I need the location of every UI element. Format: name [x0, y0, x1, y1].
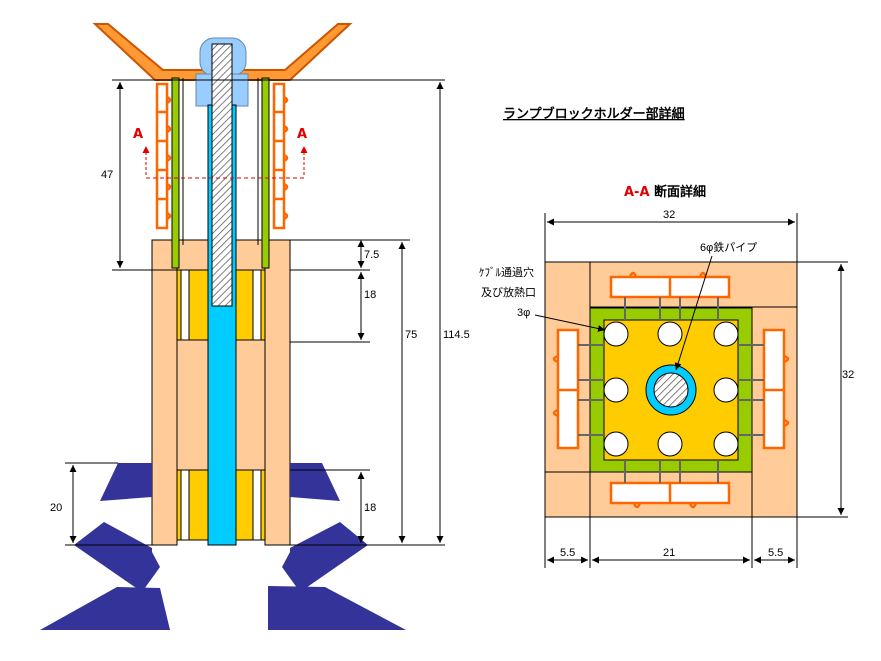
- dim-20: 20: [50, 502, 62, 514]
- green-post-left: [171, 77, 180, 269]
- sockets-top: [609, 271, 731, 299]
- svg-text:A: A: [133, 127, 143, 142]
- svg-text:A: A: [297, 127, 307, 142]
- dim-47: 47: [101, 169, 113, 181]
- section-title: A-A 断面詳細: [624, 184, 706, 200]
- dim-75: 75: [405, 329, 417, 341]
- section-marker-right: A: [297, 127, 308, 175]
- dim-18-upper: 18: [364, 289, 376, 301]
- section-bolt: [653, 372, 689, 408]
- dim-bottom-21: 21: [663, 547, 675, 559]
- lamp-socket-column-right: [272, 82, 289, 230]
- svg-text:A-A: A-A: [624, 185, 650, 200]
- elevation-view: A A 47 7.5 18: [40, 23, 470, 630]
- sockets-left: [552, 328, 580, 450]
- section-view: 6φ鉄パイプ ｹﾌﾞﾙ通過穴 及び放熱口 3φ 32 32 5.5 21 5.5: [479, 209, 854, 568]
- dim-top-32: 32: [663, 209, 675, 221]
- green-post-right: [261, 77, 270, 269]
- label-hole: 3φ: [517, 307, 530, 319]
- dim-bottom-5-5-left: 5.5: [560, 547, 575, 559]
- dim-7-5: 7.5: [364, 249, 379, 261]
- cable-holes: [603, 321, 739, 457]
- lamp-socket-column-left: [155, 82, 172, 230]
- dim-114-5: 114.5: [443, 329, 470, 341]
- base-block-left: [151, 239, 178, 546]
- svg-text:断面詳細: 断面詳細: [654, 184, 706, 200]
- stand: [40, 463, 406, 630]
- label-cable-line2: 及び放熱口: [481, 285, 536, 299]
- base-block-right: [264, 239, 291, 546]
- section-marker-left: A: [133, 127, 150, 175]
- sockets-bottom: [609, 481, 731, 509]
- dim-side-32: 32: [842, 369, 854, 381]
- main-title: ランプブロックホルダー部詳細: [503, 106, 685, 122]
- sockets-right: [762, 328, 790, 450]
- dim-18-lower: 18: [364, 502, 376, 514]
- label-cable-line1: ｹﾌﾞﾙ通過穴: [479, 265, 534, 279]
- label-pipe: 6φ鉄パイプ: [700, 240, 757, 254]
- bolt: [211, 43, 233, 307]
- dim-bottom-5-5-right: 5.5: [768, 547, 783, 559]
